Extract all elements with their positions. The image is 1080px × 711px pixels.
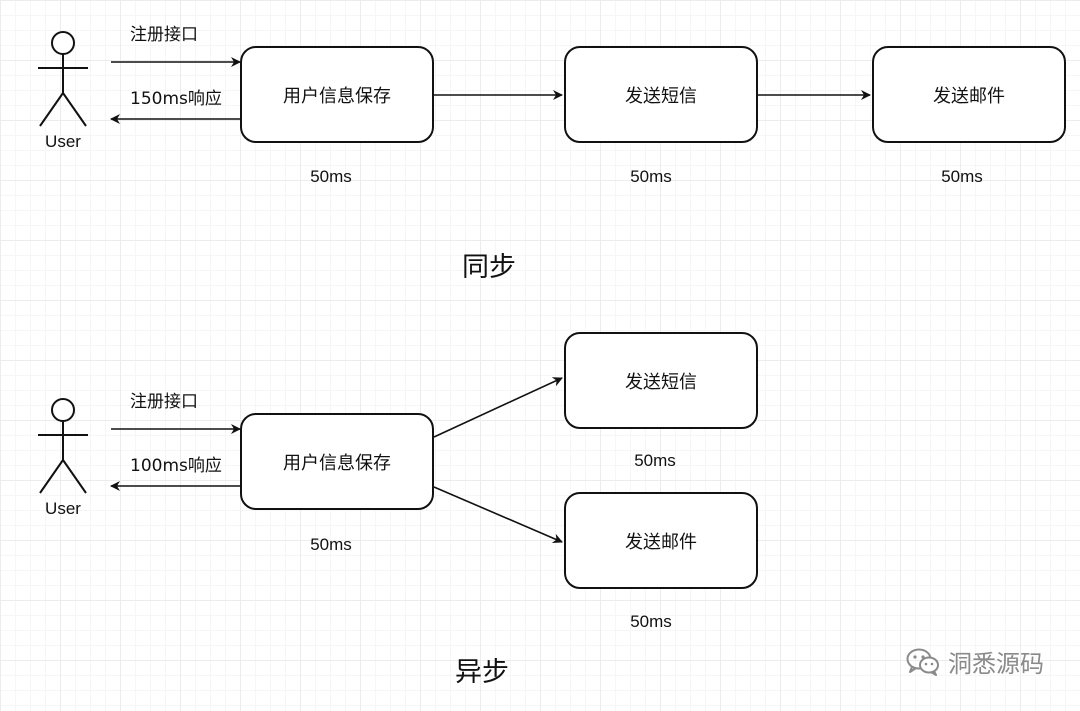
async-save-node: 用户信息保存 — [240, 413, 434, 510]
async-email-node: 发送邮件 — [564, 492, 758, 589]
async-section-title: 异步 — [455, 657, 509, 688]
sync-response-label: 150ms响应 — [130, 89, 222, 109]
sync-request-label: 注册接口 — [130, 25, 198, 45]
async-save-to-email-arrow — [433, 486, 563, 544]
sync-sms-node: 发送短信 — [564, 46, 758, 143]
sync-save-timing: 50ms — [310, 167, 352, 186]
async-request-label: 注册接口 — [130, 392, 198, 412]
async-save-to-sms-arrow — [433, 377, 563, 438]
sync-sms-timing: 50ms — [630, 167, 672, 186]
async-save-node-label: 用户信息保存 — [283, 452, 391, 474]
async-email-node-label: 发送邮件 — [625, 531, 697, 553]
async-email-timing: 50ms — [630, 612, 672, 631]
sync-email-timing: 50ms — [941, 167, 983, 186]
watermark: 洞悉源码 — [906, 644, 1044, 679]
async-save-timing: 50ms — [310, 535, 352, 554]
sync-section-title: 同步 — [462, 252, 516, 283]
sync-user-actor: User — [33, 30, 93, 152]
async-user-actor: User — [33, 397, 93, 519]
sync-email-node-label: 发送邮件 — [933, 85, 1005, 107]
watermark-text: 洞悉源码 — [948, 650, 1044, 678]
async-sms-timing: 50ms — [634, 451, 676, 470]
sync-save-node: 用户信息保存 — [240, 46, 434, 143]
sync-email-node: 发送邮件 — [872, 46, 1066, 143]
async-sms-node: 发送短信 — [564, 332, 758, 429]
sync-save-node-label: 用户信息保存 — [283, 85, 391, 107]
sync-user-label: User — [45, 132, 81, 151]
async-sms-node-label: 发送短信 — [625, 371, 697, 393]
sync-sms-node-label: 发送短信 — [625, 85, 697, 107]
stick-figure-icon — [38, 398, 88, 494]
stick-figure-icon — [38, 31, 88, 127]
async-user-label: User — [45, 499, 81, 518]
async-response-label: 100ms响应 — [130, 456, 222, 476]
wechat-icon — [906, 648, 939, 676]
